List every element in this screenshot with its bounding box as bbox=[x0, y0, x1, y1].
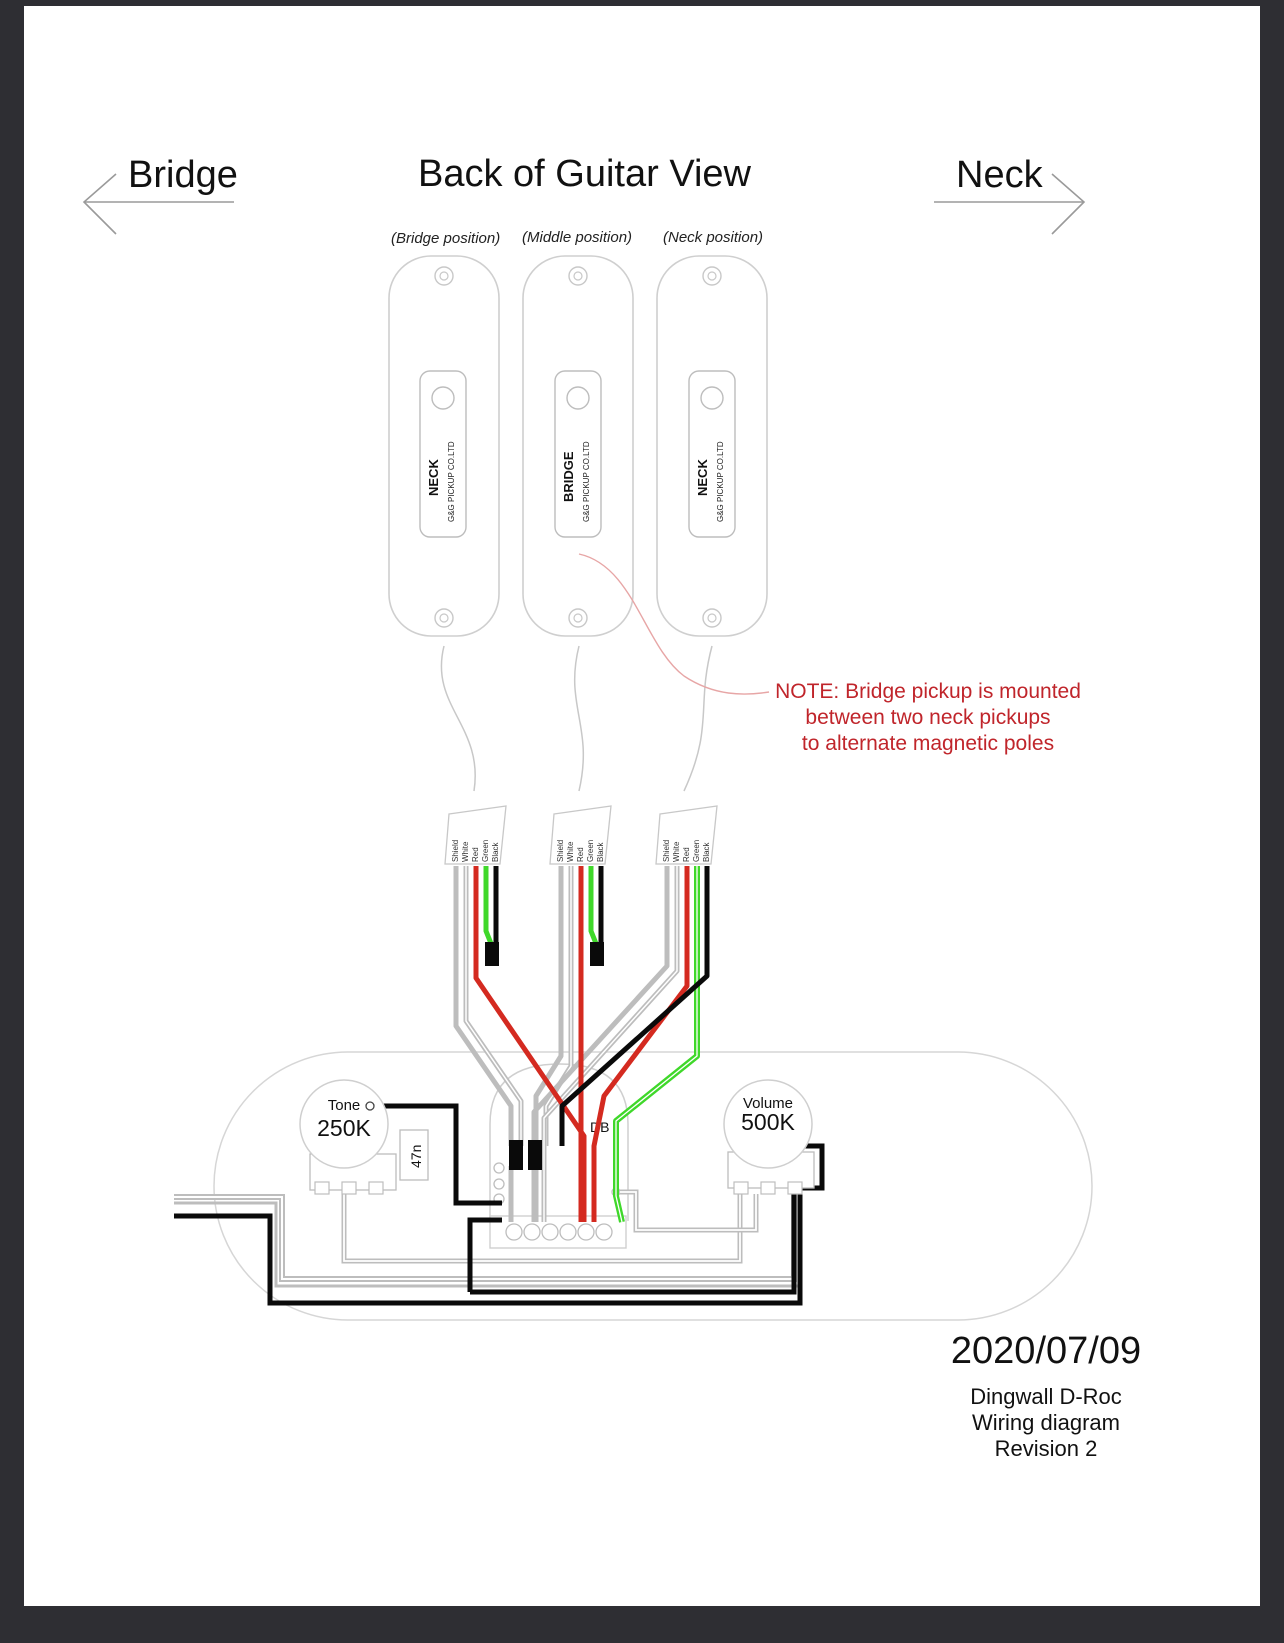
pickup-wires-green bbox=[483, 866, 700, 1223]
wire-label-shield: Shield bbox=[451, 840, 460, 862]
note-leader-line bbox=[578, 553, 770, 695]
wire-label-green: Green bbox=[481, 840, 490, 862]
neck-direction-label: Neck bbox=[956, 154, 1044, 196]
volume-pot bbox=[723, 1079, 815, 1195]
wire-label-white: White bbox=[672, 841, 681, 862]
left-arrow-icon bbox=[82, 173, 234, 235]
neck-position-label: (Neck position) bbox=[663, 229, 763, 246]
screw-hole-icon bbox=[702, 608, 722, 628]
footer-line-3: Revision 2 bbox=[995, 1436, 1098, 1461]
wire-label-shield: Shield bbox=[556, 840, 565, 862]
pickup-maker: G&G PICKUP CO.LTD bbox=[582, 441, 591, 522]
solder-joints bbox=[485, 942, 604, 1170]
bridge-direction-label: Bridge bbox=[128, 154, 238, 196]
pickup-name: NECK bbox=[695, 459, 710, 496]
wire-label-white: White bbox=[566, 841, 575, 862]
capacitor-label: 47n bbox=[408, 1145, 424, 1168]
pickup-bridge-position: NECK G&G PICKUP CO.LTD bbox=[388, 255, 500, 637]
wire-plate-2: Shield White Red Green Black bbox=[549, 805, 612, 865]
screw-hole-icon bbox=[568, 266, 588, 286]
screw-hole-icon bbox=[702, 266, 722, 286]
tone-pot bbox=[299, 1079, 397, 1195]
middle-position-label: (Middle position) bbox=[522, 229, 632, 246]
wire-label-red: Red bbox=[471, 847, 480, 862]
bridge-position-label: (Bridge position) bbox=[391, 230, 500, 247]
pickup-maker: G&G PICKUP CO.LTD bbox=[716, 441, 725, 522]
tone-pot-value: 250K bbox=[317, 1115, 371, 1141]
wire-label-black: Black bbox=[491, 841, 500, 862]
screw-hole-icon bbox=[434, 608, 454, 628]
diagram-sheet: Bridge Back of Guitar View Neck (Bridge … bbox=[24, 6, 1260, 1606]
footer-line-2: Wiring diagram bbox=[972, 1410, 1120, 1435]
wire-plate-1: Shield White Red Green Black bbox=[444, 805, 507, 865]
wire-label-black: Black bbox=[702, 841, 711, 862]
wire-plate-3: Shield White Red Green Black bbox=[655, 805, 718, 865]
shield-wires-lower bbox=[174, 1189, 802, 1288]
pickup-maker: G&G PICKUP CO.LTD bbox=[447, 441, 456, 522]
pickup-neck-position: NECK G&G PICKUP CO.LTD bbox=[656, 255, 768, 637]
wire-label-green: Green bbox=[692, 840, 701, 862]
diagram-date: 2020/07/09 bbox=[951, 1330, 1141, 1372]
pickup-wires-black bbox=[493, 866, 710, 1146]
volume-pot-label: Volume bbox=[743, 1095, 793, 1112]
screw-hole-icon bbox=[568, 608, 588, 628]
wire-label-red: Red bbox=[576, 847, 585, 862]
wire-label-black: Black bbox=[596, 841, 605, 862]
pickup-name: BRIDGE bbox=[561, 451, 576, 502]
pickup-wires-red bbox=[473, 866, 690, 1222]
wire-label-shield: Shield bbox=[662, 840, 671, 862]
note-line-3: to alternate magnetic poles bbox=[802, 732, 1054, 755]
screw-hole-icon bbox=[434, 266, 454, 286]
wire-label-white: White bbox=[461, 841, 470, 862]
note-line-1: NOTE: Bridge pickup is mounted bbox=[775, 680, 1081, 703]
control-cavity-outline bbox=[213, 1051, 1093, 1321]
pickup-cables bbox=[440, 645, 713, 792]
page-title: Back of Guitar View bbox=[418, 153, 752, 195]
pickup-middle-position: BRIDGE G&G PICKUP CO.LTD bbox=[522, 255, 634, 637]
right-arrow-icon bbox=[934, 173, 1086, 235]
pickup-name: NECK bbox=[426, 459, 441, 496]
note-line-2: between two neck pickups bbox=[805, 706, 1050, 729]
pickup-wires-grey bbox=[453, 866, 680, 1222]
volume-pot-value: 500K bbox=[741, 1109, 795, 1135]
wire-label-red: Red bbox=[682, 847, 691, 862]
wire-label-green: Green bbox=[586, 840, 595, 862]
tone-pot-label: Tone bbox=[328, 1097, 361, 1114]
wiring-diagram: Bridge Back of Guitar View Neck (Bridge … bbox=[82, 153, 1141, 1461]
capacitor bbox=[399, 1129, 429, 1181]
footer-line-1: Dingwall D-Roc bbox=[970, 1384, 1122, 1409]
